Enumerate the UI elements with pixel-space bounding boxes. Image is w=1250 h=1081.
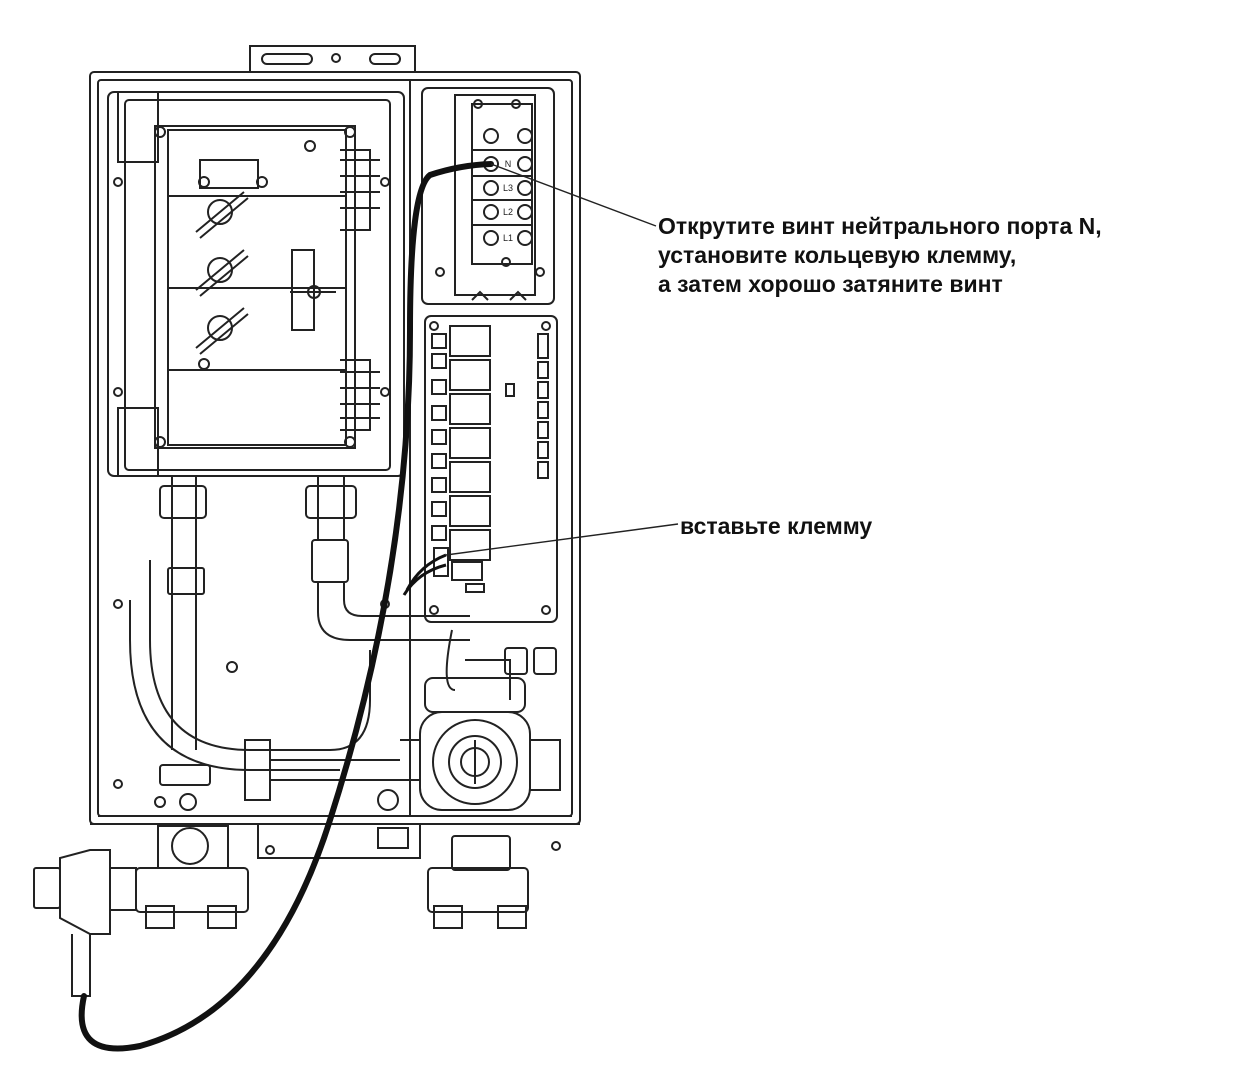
callout-insert-terminal: вставьте клемму [680,512,872,541]
heating-tank [107,91,405,477]
control-board [424,315,558,623]
terminal-label-l1: L1 [503,233,513,243]
callout-neutral-port: Открутите винт нейтрального порта N, уст… [658,212,1102,299]
callout-line: а затем хорошо затяните винт [658,271,1003,297]
terminal-wires [402,553,447,596]
terminal-label-l3: L3 [503,183,513,193]
callout-line: Открутите винт нейтрального порта N, [658,213,1102,239]
leader-line-neutral [490,163,657,227]
external-connector [33,849,137,997]
terminal-label-l2: L2 [503,207,513,217]
leader-line-insert [445,523,679,556]
terminal-block [421,87,555,305]
neutral-cable [78,161,494,1052]
circulation-pump [377,629,561,811]
housing-frame [89,71,581,825]
water-pipes [113,476,470,811]
terminal-label-n: N [505,159,512,169]
callout-text: вставьте клемму [680,513,873,539]
callout-line: установите кольцевую клемму, [658,242,1017,268]
bottom-fittings [135,824,561,929]
mounting-bracket-top [249,45,416,72]
